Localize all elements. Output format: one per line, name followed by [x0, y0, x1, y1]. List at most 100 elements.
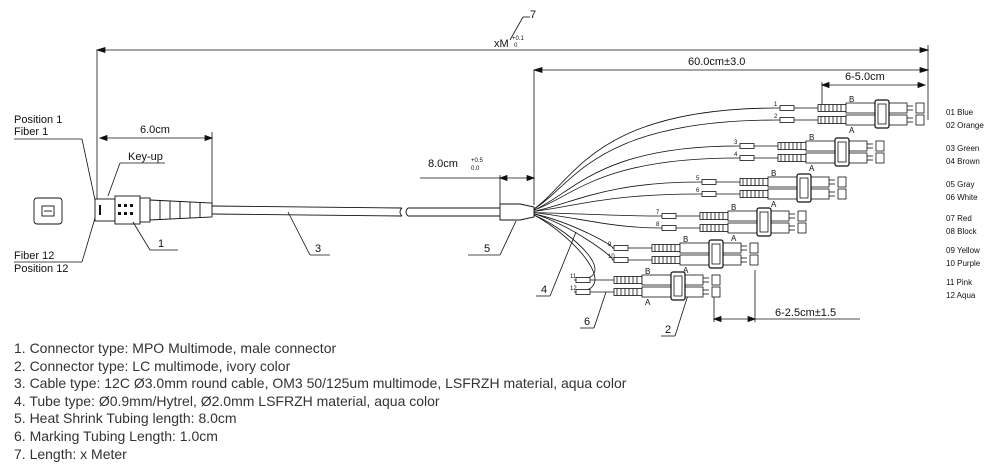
lc-boot: [613, 276, 643, 284]
note-7: 7. Length: x Meter: [14, 445, 127, 462]
item-4-label: 4: [541, 284, 547, 296]
fiber-12-pointer: [14, 217, 96, 263]
mpo-connector-dots: [99, 204, 133, 215]
conn-a-label: A: [809, 164, 815, 173]
note-1: 1. Connector type: MPO Multimode, male c…: [14, 340, 337, 356]
dust-cap: [915, 114, 925, 126]
fiber-line: [533, 212, 700, 229]
fiber-1-label: Fiber 1: [14, 126, 48, 138]
clip-latch: [673, 275, 683, 297]
dust-cap: [837, 188, 847, 200]
clip-latch: [711, 243, 721, 265]
lc-housing: [848, 152, 868, 164]
length-tol-plus: +0.1: [512, 36, 525, 42]
lc-boot: [651, 256, 681, 264]
lc-duplex-6: [533, 214, 721, 301]
marking-tube: [701, 191, 717, 197]
stagger-bottom-label: 6-2.5cm±1.5: [775, 307, 836, 319]
heat-shrink-dimension: [420, 174, 536, 204]
fiber-color-entry: 01 Blue: [946, 108, 974, 117]
spec-notes: 1. Connector type: MPO Multimode, male c…: [14, 340, 914, 463]
marking-tube: [575, 277, 591, 283]
fiber-tag: 3: [734, 140, 738, 146]
fiber-color-entry: 11 Pink: [946, 278, 973, 287]
lc-housing: [684, 286, 704, 298]
note-5: 5. Heat Shrink Tubing length: 8.0cm: [14, 410, 237, 427]
length-x-label: xM: [494, 38, 509, 50]
lc-duplex-4: [533, 207, 807, 237]
mpo-connector: [94, 195, 213, 225]
lc-housing: [888, 114, 908, 126]
fiber-tag: 12: [570, 286, 577, 292]
fiber-1-pointer: [14, 138, 96, 201]
item-1-label: 1: [158, 238, 164, 250]
dust-cap: [875, 152, 885, 164]
note-3: 3. Cable type: 12C Ø3.0mm round cable, O…: [14, 375, 627, 392]
position-1-label: Position 1: [14, 114, 62, 126]
fiber-color-entry: 09 Yellow: [946, 246, 980, 255]
lc-housing: [770, 222, 790, 234]
marking-tube: [739, 155, 755, 161]
fiber-line: [533, 181, 740, 212]
fiber-harness-diagram: 7 xM +0.1 0 60.0cm±3.0 6-5.0cm 6-2.5cm±1…: [14, 9, 984, 337]
heat-shrink-tol-plus: +0.5: [471, 158, 484, 164]
item-5-label: 5: [484, 243, 490, 255]
lc-body: [767, 188, 798, 200]
item-7-label: 7: [530, 9, 536, 21]
mpo-end-view: [33, 197, 63, 225]
lc-duplex-2: [533, 137, 885, 211]
fiber-line: [533, 119, 818, 210]
fiber-line: [533, 145, 778, 211]
lc-body: [727, 210, 758, 222]
lc-body: [845, 114, 876, 126]
fiber-tag: 2: [774, 114, 778, 120]
lc-body: [805, 152, 836, 164]
stagger-top-label: 6-5.0cm: [845, 71, 885, 83]
callout-leaders: [132, 211, 689, 337]
fiber-line: [533, 107, 818, 210]
dust-cap: [837, 176, 847, 188]
fiber-tag: 1: [774, 102, 778, 108]
conn-b-label: B: [683, 235, 688, 244]
lc-duplex-3: [533, 173, 847, 212]
lc-body: [805, 140, 836, 152]
clip-latch: [799, 177, 809, 199]
overall-length-dimension: [95, 16, 930, 200]
branch-length-dimension: [532, 45, 930, 205]
fiber-tag: 10: [608, 254, 615, 260]
conn-b-label: B: [645, 267, 650, 276]
marking-tube: [613, 257, 629, 263]
lc-housing: [722, 254, 742, 266]
fiber-color-entry: 04 Brown: [946, 157, 980, 166]
position-12-label: Position 12: [14, 263, 68, 275]
heat-shrink-length-label: 8.0cm: [428, 158, 458, 170]
fiber-line: [533, 214, 614, 281]
fiber-tag: 9: [608, 242, 612, 248]
fiber-color-entry: 03 Green: [946, 144, 979, 153]
lc-housing: [848, 140, 868, 152]
marking-tube: [739, 143, 755, 149]
fiber-tag: 6: [696, 188, 700, 194]
lc-duplex-5: [533, 213, 759, 269]
item-6-label: 6: [584, 316, 590, 328]
lc-housing: [810, 176, 830, 188]
mpo-length-dimension: [98, 132, 214, 210]
clip-latch: [837, 141, 847, 163]
note-6: 6. Marking Tubing Length: 1.0cm: [14, 427, 218, 444]
fiber-12-label: Fiber 12: [14, 250, 54, 262]
dust-cap: [711, 286, 721, 298]
lc-body: [641, 286, 672, 298]
marking-tube: [701, 179, 717, 185]
fiber-line: [533, 213, 652, 261]
dust-cap: [875, 140, 885, 152]
conn-a-label: A: [683, 266, 689, 275]
lc-housing: [888, 102, 908, 114]
lc-body: [679, 242, 710, 254]
conn-a-label: A: [771, 200, 777, 209]
key-up-pointer: [107, 162, 165, 197]
clip-latch: [759, 211, 769, 233]
fiber-color-entry: 05 Gray: [946, 180, 974, 189]
lc-boot: [817, 116, 847, 124]
item-2-label: 2: [665, 324, 671, 336]
fiber-tag: 8: [656, 222, 660, 228]
